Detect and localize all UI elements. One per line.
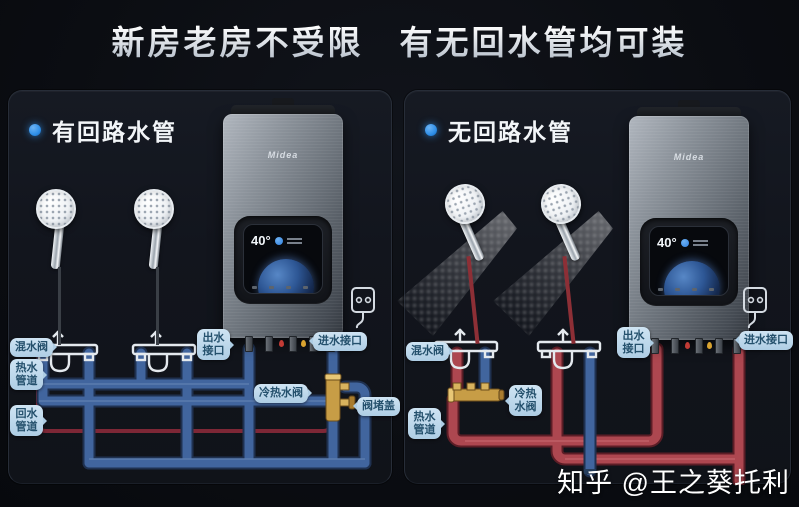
- touch-buttons: [252, 286, 308, 289]
- shower-face: [134, 189, 174, 229]
- panel-left-header: 有回路水管: [29, 113, 177, 147]
- label-valve-cap: 阀堵盖: [353, 397, 400, 416]
- hot-water-mark-icon: [279, 340, 284, 347]
- status-icons: [692, 239, 708, 246]
- mode-icon: [680, 238, 689, 247]
- temperature-readout: 40°: [251, 233, 271, 248]
- flue-vent: [678, 100, 700, 110]
- label-water-outlet: 出水接口: [617, 327, 654, 359]
- panel-left-title: 有回路水管: [52, 119, 177, 145]
- brand-logo: Midea: [673, 152, 705, 162]
- label-mixing-valve: 混水阀: [406, 342, 453, 361]
- hot-cold-valve-brass: [447, 382, 505, 403]
- gas-mark-icon: [301, 340, 306, 347]
- page-title: 新房老房不受限 有无回水管均可装: [0, 16, 799, 64]
- display-screen: 40°: [243, 224, 323, 294]
- water-heater: Midea 40°: [629, 100, 749, 354]
- panel-with-return-pipe: 有回路水管: [8, 90, 400, 484]
- brand-logo: Midea: [267, 150, 299, 160]
- water-pipes-blue: [480, 348, 595, 476]
- label-water-outlet: 出水接口: [197, 329, 234, 361]
- panel-right-header: 无回路水管: [425, 113, 573, 147]
- bullet-dot-icon: [425, 124, 437, 136]
- pipe-end-cap: [584, 469, 596, 474]
- label-hot-water-pipe: 热水管道: [408, 408, 445, 440]
- status-icons: [286, 237, 302, 244]
- display-screen: 40°: [649, 226, 729, 296]
- label-water-inlet: 进水接口: [309, 332, 367, 351]
- pipe-connections: [629, 338, 749, 356]
- shower-face: [36, 189, 76, 229]
- label-return-water-pipe: 回水管道: [10, 405, 47, 437]
- panel-right-title: 无回路水管: [448, 119, 573, 145]
- label-hot-water-pipe: 热水管道: [10, 359, 47, 391]
- hot-cold-valve-brass: [324, 373, 356, 422]
- label-mixing-valve: 混水阀: [10, 338, 57, 357]
- label-hot-cold-valve: 冷热水阀: [254, 384, 312, 403]
- panel-without-return-pipe: 无回路水管: [397, 90, 793, 485]
- shower-hose: [58, 267, 61, 345]
- power-socket-icon: [351, 287, 375, 329]
- zhihu-watermark: 知乎 @王之葵托利: [557, 468, 790, 498]
- gas-mark-icon: [707, 342, 712, 349]
- label-hot-cold-valve: 冷热水阀: [505, 385, 542, 417]
- label-water-inlet: 进水接口: [735, 331, 793, 350]
- power-socket-icon: [743, 287, 767, 329]
- flue-vent: [272, 98, 294, 108]
- water-heater: Midea 40°: [223, 98, 343, 352]
- shower-hose: [156, 267, 159, 345]
- display-recess: 40°: [234, 216, 332, 304]
- hot-water-mark-icon: [685, 342, 690, 349]
- mode-icon: [274, 236, 283, 245]
- temperature-readout: 40°: [657, 235, 677, 250]
- display-recess: 40°: [640, 218, 738, 306]
- touch-buttons: [658, 288, 714, 291]
- bullet-dot-icon: [29, 124, 41, 136]
